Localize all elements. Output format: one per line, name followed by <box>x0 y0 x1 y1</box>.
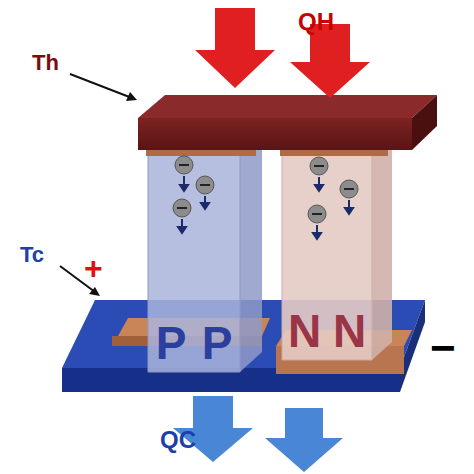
thermoelectric-leg: PP <box>148 156 240 372</box>
heat-out-arrow <box>265 408 343 472</box>
leg-letter: N <box>288 308 321 360</box>
hot-plate-top <box>138 95 437 118</box>
hot-plate-front <box>138 118 412 150</box>
carriers <box>173 156 358 223</box>
copper-strip <box>146 150 256 156</box>
leg-letter: P <box>156 320 187 372</box>
leader-line <box>70 74 132 98</box>
n-leg-side <box>372 138 392 360</box>
heat-in-arrow <box>195 8 275 88</box>
diagram-label: − <box>430 326 456 370</box>
hot-plate-side <box>412 95 437 150</box>
copper-strip <box>280 150 388 156</box>
p-leg-front <box>148 150 240 372</box>
diagram-label: Th <box>32 52 59 74</box>
thermoelectric-leg: NN <box>282 156 372 360</box>
carrier-arrows <box>178 176 353 239</box>
n-leg-front <box>282 150 372 360</box>
leader-head <box>126 92 137 101</box>
leg-letter: P <box>202 320 233 372</box>
leader-head <box>89 287 100 296</box>
diagram-label: QC <box>160 428 196 452</box>
heat-in-arrow <box>290 24 370 98</box>
carrier-marks <box>177 165 354 214</box>
diagram-label: + <box>84 252 103 284</box>
p-leg-side <box>240 138 262 372</box>
diagram-label: Tc <box>20 244 44 266</box>
diagram-label: QH <box>298 10 334 34</box>
leg-letter: N <box>333 308 366 360</box>
